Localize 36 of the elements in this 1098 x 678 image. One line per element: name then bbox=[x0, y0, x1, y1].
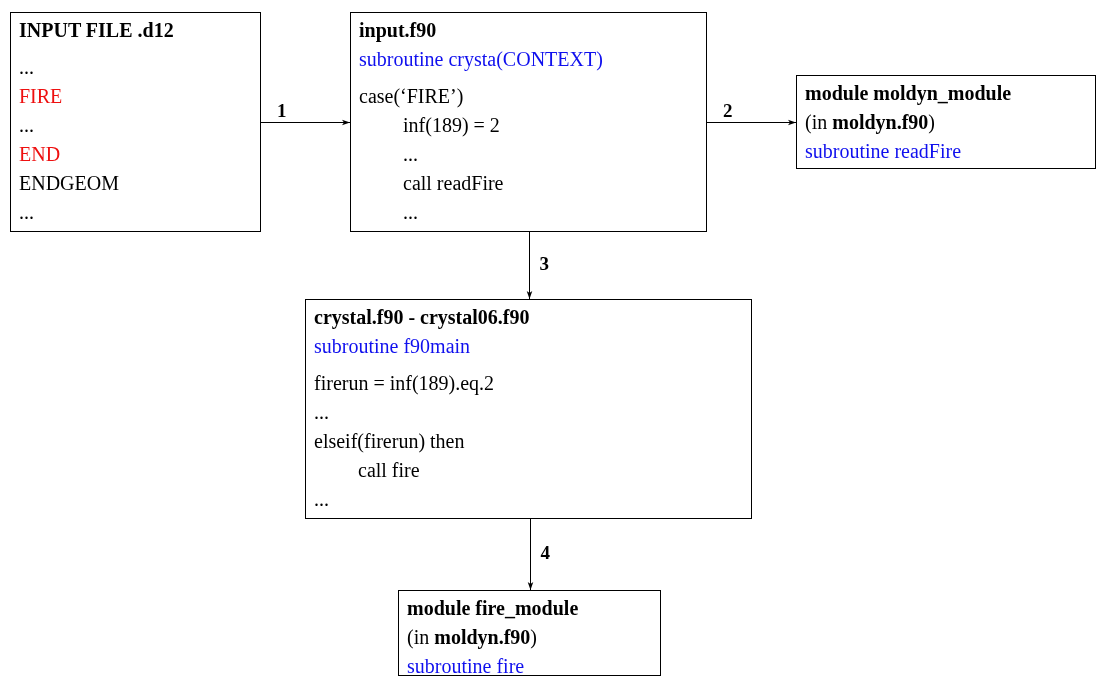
code-box bbox=[796, 75, 1096, 169]
code-box bbox=[10, 12, 261, 232]
box-heading: crystal.f90 - crystal06.f90 bbox=[314, 305, 530, 331]
code-line: ... bbox=[19, 113, 34, 138]
code-line: call fire bbox=[358, 458, 420, 483]
code-line: (in moldyn.f90) bbox=[805, 110, 935, 136]
box-heading: module moldyn_module bbox=[805, 81, 1012, 107]
subroutine-name: subroutine crysta(CONTEXT) bbox=[359, 47, 603, 73]
code-box bbox=[350, 12, 707, 232]
code-line: ... bbox=[314, 487, 329, 512]
box-heading: INPUT FILE .d12 bbox=[19, 18, 174, 43]
box-heading: module fire_module bbox=[407, 596, 579, 621]
code-line: ... bbox=[403, 142, 418, 167]
keyword-line: END bbox=[19, 142, 61, 167]
code-line: ... bbox=[19, 55, 34, 80]
code-line: (in moldyn.f90) bbox=[407, 625, 537, 651]
arrow bbox=[706, 119, 797, 126]
code-line: firerun = inf(189).eq.2 bbox=[314, 371, 495, 397]
arrow bbox=[526, 231, 533, 300]
box-heading: input.f90 bbox=[359, 18, 437, 44]
code-line: inf(189) = 2 bbox=[403, 113, 500, 138]
subroutine-name: subroutine readFire bbox=[805, 139, 962, 164]
code-line: elseif(firerun) then bbox=[314, 429, 465, 455]
code-line: case(‘FIRE’) bbox=[359, 84, 464, 110]
code-line: call readFire bbox=[403, 171, 504, 196]
code-box bbox=[305, 299, 752, 519]
code-line: ENDGEOM bbox=[19, 171, 119, 196]
arrow bbox=[527, 518, 534, 591]
keyword-line: FIRE bbox=[19, 84, 63, 109]
subroutine-name: subroutine fire bbox=[407, 654, 525, 678]
code-box bbox=[398, 590, 661, 676]
code-line: ... bbox=[403, 200, 418, 225]
subroutine-name: subroutine f90main bbox=[314, 334, 471, 359]
code-line: ... bbox=[314, 400, 329, 425]
arrow bbox=[260, 119, 351, 126]
code-line: ... bbox=[19, 200, 34, 225]
